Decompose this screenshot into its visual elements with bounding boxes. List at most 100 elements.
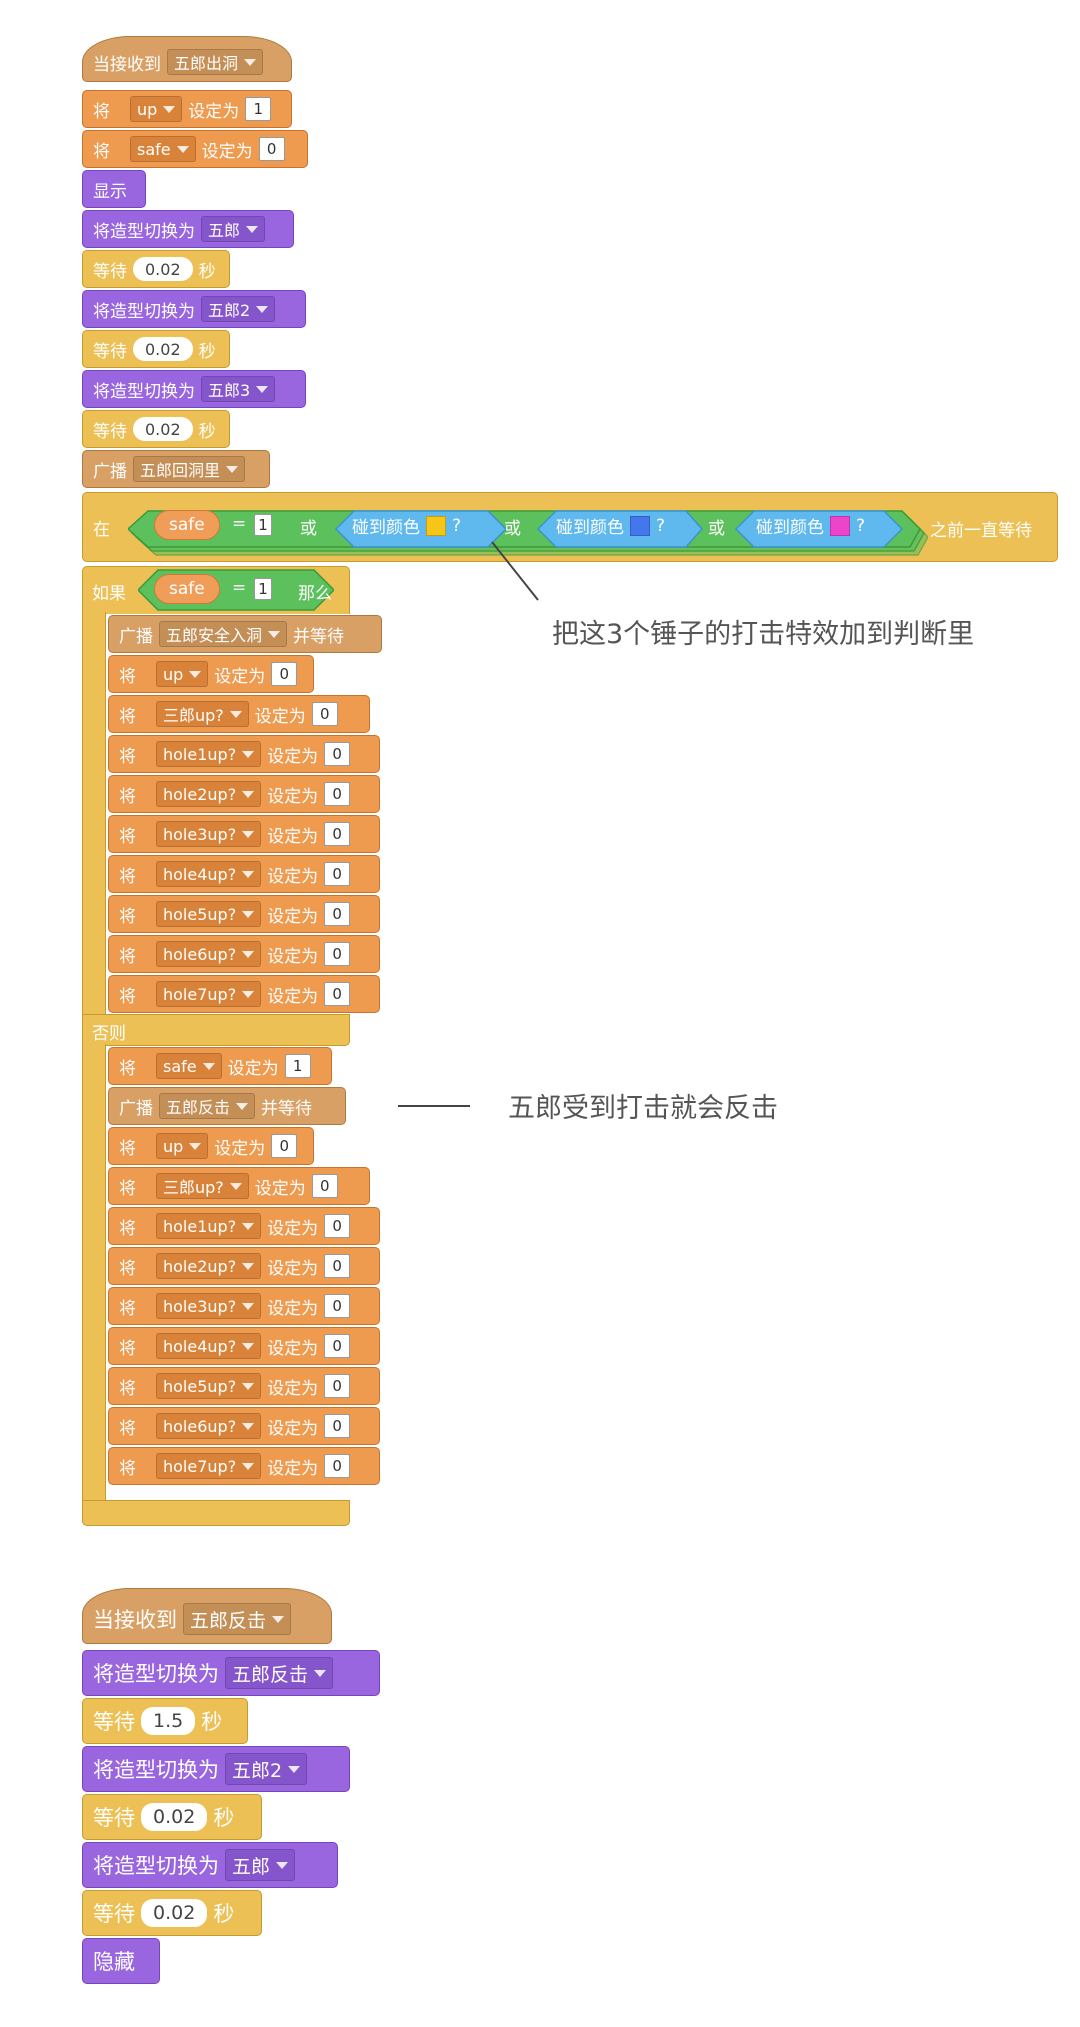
else-block-bar[interactable] [82, 1014, 350, 1046]
variable-dropdown[interactable]: up [130, 96, 183, 122]
costume-dropdown[interactable]: 五郎 [225, 1849, 296, 1881]
when-receive-hat-block[interactable]: 当接收到 五郎出洞 [82, 36, 292, 82]
show-block[interactable]: 显示 [82, 170, 146, 208]
costume-dropdown[interactable]: 五郎2 [225, 1753, 308, 1785]
value-input[interactable]: 0 [271, 662, 298, 686]
value-input[interactable]: 0 [324, 1254, 351, 1278]
switch-costume-block[interactable]: 将造型切换为 五郎2 [82, 1746, 350, 1792]
value-input[interactable]: 0 [311, 702, 338, 726]
value-input[interactable]: 0 [324, 862, 351, 886]
costume-dropdown[interactable]: 五郎2 [201, 296, 276, 322]
switch-costume-block[interactable]: 将造型切换为 五郎3 [82, 370, 306, 408]
variable-dropdown[interactable]: hole6up? [156, 1413, 262, 1439]
value-input[interactable]: 0 [311, 1174, 338, 1198]
variable-dropdown[interactable]: hole3up? [156, 821, 262, 847]
wait-block[interactable]: 等待 0.02 秒 [82, 1794, 262, 1840]
value-input[interactable]: 0 [324, 742, 351, 766]
message-dropdown[interactable]: 五郎反击 [159, 1093, 256, 1119]
variable-dropdown[interactable]: 三郎up? [156, 1173, 249, 1199]
value-input[interactable]: 0 [324, 1374, 351, 1398]
value-input[interactable]: 0 [324, 1414, 351, 1438]
color-swatch-blue[interactable] [630, 515, 650, 536]
value-input[interactable]: 0 [324, 782, 351, 806]
variable-dropdown[interactable]: hole5up? [156, 901, 262, 927]
costume-dropdown[interactable]: 五郎 [201, 216, 266, 242]
value-input[interactable]: 1 [245, 97, 272, 121]
wait-seconds-input[interactable]: 0.02 [133, 337, 193, 361]
variable-dropdown[interactable]: hole6up? [156, 941, 262, 967]
wait-seconds-input[interactable]: 0.02 [133, 257, 193, 281]
set-safe-block[interactable]: 将 safe 设定为 1 [108, 1047, 332, 1085]
variable-dropdown[interactable]: hole4up? [156, 861, 262, 887]
variable-dropdown[interactable]: hole7up? [156, 981, 262, 1007]
compare-value-input[interactable]: 1 [254, 578, 272, 600]
wait-seconds-input[interactable]: 0.02 [133, 417, 193, 441]
wait-block[interactable]: 等待 0.02 秒 [82, 330, 230, 368]
variable-dropdown[interactable]: hole1up? [156, 1213, 262, 1239]
value-input[interactable]: 0 [324, 822, 351, 846]
variable-dropdown[interactable]: hole1up? [156, 741, 262, 767]
compare-value-input[interactable]: 1 [254, 514, 272, 536]
broadcast-and-wait-block[interactable]: 广播 五郎反击 并等待 [108, 1087, 346, 1125]
wait-seconds-input[interactable]: 0.02 [141, 1899, 208, 1927]
color-swatch-pink[interactable] [830, 515, 850, 536]
value-input[interactable]: 0 [324, 982, 351, 1006]
safe-variable-reporter[interactable]: safe [154, 510, 220, 540]
variable-dropdown[interactable]: hole5up? [156, 1373, 262, 1399]
variable-dropdown[interactable]: hole4up? [156, 1333, 262, 1359]
variable-dropdown[interactable]: hole3up? [156, 1293, 262, 1319]
set-up-block[interactable]: 将 up 设定为 1 [82, 90, 292, 128]
value-input[interactable]: 0 [324, 1454, 351, 1478]
costume-dropdown[interactable]: 五郎3 [201, 376, 276, 402]
switch-costume-block[interactable]: 将造型切换为 五郎2 [82, 290, 306, 328]
variable-dropdown[interactable]: up [156, 661, 209, 687]
variable-dropdown[interactable]: 三郎up? [156, 701, 249, 727]
message-dropdown[interactable]: 五郎回洞里 [133, 456, 246, 482]
color-swatch-yellow[interactable] [426, 515, 446, 536]
switch-costume-block[interactable]: 将造型切换为 五郎 [82, 1842, 338, 1888]
message-dropdown[interactable]: 五郎安全入洞 [159, 621, 288, 647]
variable-dropdown[interactable]: up [156, 1133, 209, 1159]
broadcast-block[interactable]: 广播 五郎回洞里 [82, 450, 270, 488]
wait-block[interactable]: 等待 1.5 秒 [82, 1698, 248, 1744]
value-input[interactable]: 0 [324, 1294, 351, 1318]
variable-dropdown[interactable]: safe [156, 1053, 222, 1079]
wait-seconds-input[interactable]: 0.02 [141, 1803, 208, 1831]
wait-block[interactable]: 等待 0.02 秒 [82, 410, 230, 448]
wait-block[interactable]: 等待 0.02 秒 [82, 250, 230, 288]
switch-costume-block[interactable]: 将造型切换为 五郎 [82, 210, 294, 248]
costume-dropdown[interactable]: 五郎反击 [225, 1657, 334, 1689]
variable-dropdown[interactable]: hole2up? [156, 1253, 262, 1279]
value-input[interactable]: 0 [271, 1134, 298, 1158]
when-receive-hat-block[interactable]: 当接收到 五郎反击 [82, 1588, 332, 1644]
value-input[interactable]: 0 [324, 1214, 351, 1238]
wait-seconds-input[interactable]: 1.5 [141, 1707, 196, 1735]
variable-dropdown[interactable]: hole2up? [156, 781, 262, 807]
touching-color-sensor-3[interactable]: 碰到颜色 ? [756, 513, 865, 538]
value-input[interactable]: 1 [284, 1054, 311, 1078]
message-dropdown[interactable]: 五郎反击 [183, 1603, 292, 1635]
touching-color-sensor-1[interactable]: 碰到颜色 ? [352, 513, 461, 538]
hide-block[interactable]: 隐藏 [82, 1938, 160, 1984]
touching-color-sensor-2[interactable]: 碰到颜色 ? [556, 513, 665, 538]
message-dropdown[interactable]: 五郎出洞 [167, 49, 264, 75]
value-input[interactable]: 0 [324, 902, 351, 926]
